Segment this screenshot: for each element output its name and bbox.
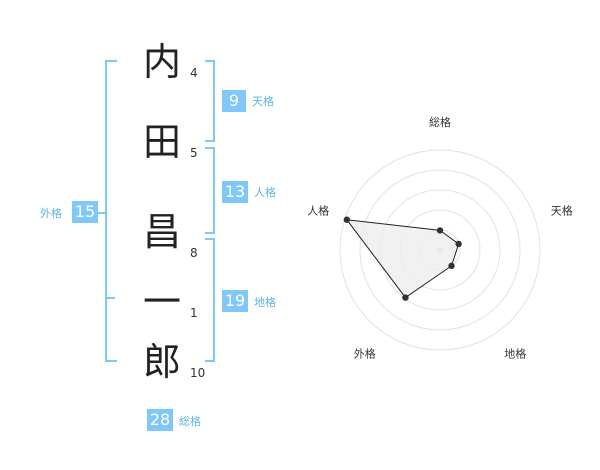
radar-grid-ring: [359, 169, 521, 331]
jinkaku-value: 13: [222, 181, 248, 203]
gaikaku-divider: [105, 297, 115, 299]
name-char-5: 郎: [142, 340, 181, 384]
stroke-count-2: 5: [190, 146, 198, 160]
stroke-count-3: 8: [190, 246, 198, 260]
gaikaku-value: 15: [72, 201, 98, 223]
name-char-3: 昌: [142, 210, 181, 254]
stroke-count-5: 10: [190, 366, 206, 380]
name-char-4: 一: [142, 280, 181, 324]
radar-point-3: [448, 262, 455, 270]
radar-axis-label-3: 地格: [504, 347, 526, 361]
tenkaku-label: 天格: [252, 95, 274, 108]
jinkaku-bracket: [205, 147, 215, 234]
radar-axis-label-2: 天格: [551, 203, 573, 217]
stroke-count-1: 4: [190, 66, 198, 80]
gaikaku-connector: [98, 212, 106, 214]
gaikaku-label: 外格: [40, 207, 62, 220]
radar-point-2: [455, 240, 462, 248]
radar-axis-label-1: 総格: [429, 115, 451, 129]
soukaku-value: 28: [147, 409, 173, 431]
radar-point-1: [436, 227, 444, 234]
tenkaku-bracket: [205, 60, 215, 142]
radar-grid-ring: [339, 149, 541, 351]
stroke-count-4: 1: [190, 306, 198, 320]
chikaku-bracket: [205, 238, 215, 362]
radar-axis-label-4: 外格: [354, 347, 376, 361]
gaikaku-bracket: [105, 60, 117, 362]
radar-series-polygon: [345, 219, 460, 299]
jinkaku-label: 人格: [254, 186, 276, 199]
name-char-2: 田: [142, 120, 181, 164]
radar-point-5: [343, 216, 350, 223]
tenkaku-value: 9: [222, 90, 246, 112]
radar-axis-label-5: 人格: [307, 203, 329, 217]
name-char-1: 内: [142, 40, 181, 84]
chikaku-label: 地格: [254, 296, 276, 309]
soukaku-label: 総格: [179, 415, 201, 428]
radar-point-4: [402, 294, 409, 301]
chikaku-value: 19: [222, 290, 248, 312]
